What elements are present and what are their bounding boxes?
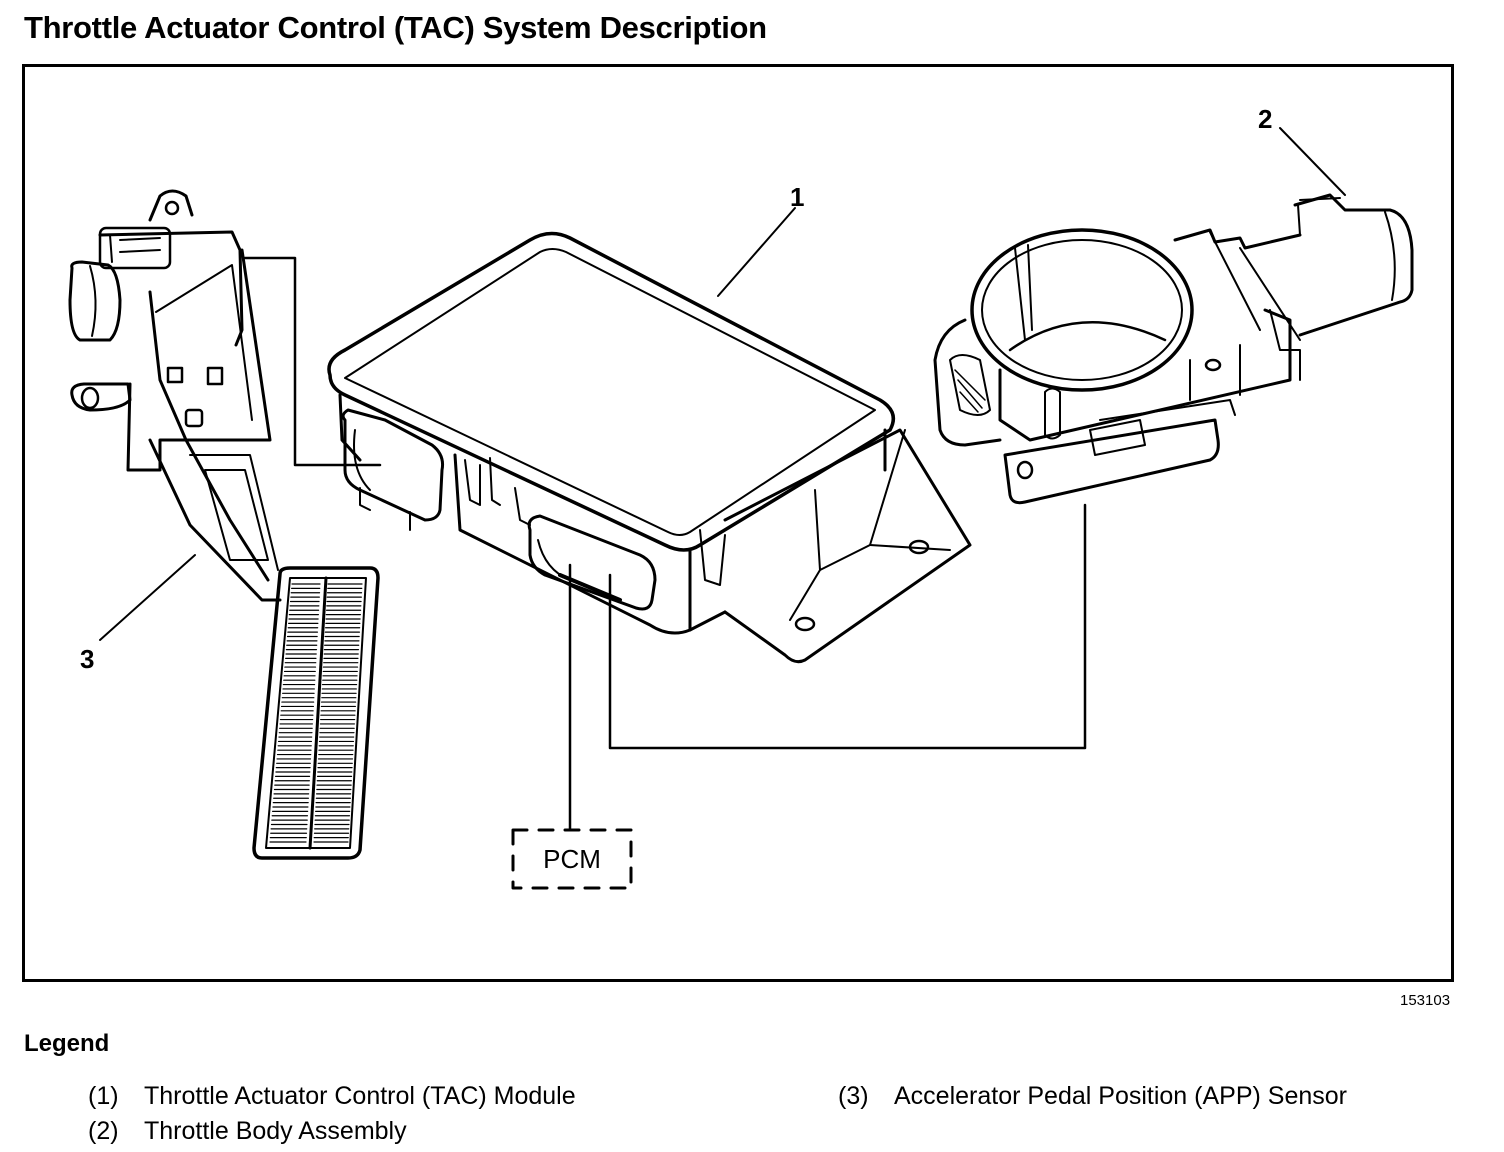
pcm-label: PCM: [543, 844, 601, 874]
wiring-lines: [243, 256, 1087, 832]
pedal-ribs: [269, 583, 363, 843]
diagram-frame: [22, 64, 1454, 982]
legend-item-1: (1) Throttle Actuator Control (TAC) Modul…: [88, 1082, 576, 1111]
throttle-body: [933, 193, 1414, 505]
callout-2: 2: [1258, 104, 1272, 134]
leader-lines: [99, 127, 1346, 641]
legend-item-number: (3): [838, 1082, 869, 1110]
legend-item-text: Throttle Actuator Control (TAC) Module: [144, 1082, 576, 1110]
callout-3: 3: [80, 644, 94, 674]
pcm-box: PCM: [511, 828, 633, 890]
legend-item-3: (3) Accelerator Pedal Position (APP) Sens…: [838, 1082, 1347, 1111]
leader-line-1: [717, 207, 796, 297]
legend-heading: Legend: [24, 1030, 110, 1057]
legend-item-text: Throttle Body Assembly: [144, 1117, 407, 1145]
legend-item-number: (1): [88, 1082, 119, 1110]
legend-item-2: (2) Throttle Body Assembly: [88, 1117, 407, 1146]
throttle-to-tac-wire: [608, 503, 1087, 750]
leader-line-3: [99, 554, 196, 641]
app-sensor-pedal: [68, 189, 380, 860]
legend-item-text: Accelerator Pedal Position (APP) Sensor: [894, 1082, 1347, 1110]
legend-item-number: (2): [88, 1117, 119, 1145]
tac-module: [327, 231, 972, 664]
leader-line-2: [1279, 127, 1346, 196]
app-to-tac-wire: [243, 256, 382, 467]
callout-1: 1: [790, 182, 804, 212]
page-title: Throttle Actuator Control (TAC) System D…: [24, 10, 767, 45]
figure-number: 153103: [1400, 992, 1451, 1009]
